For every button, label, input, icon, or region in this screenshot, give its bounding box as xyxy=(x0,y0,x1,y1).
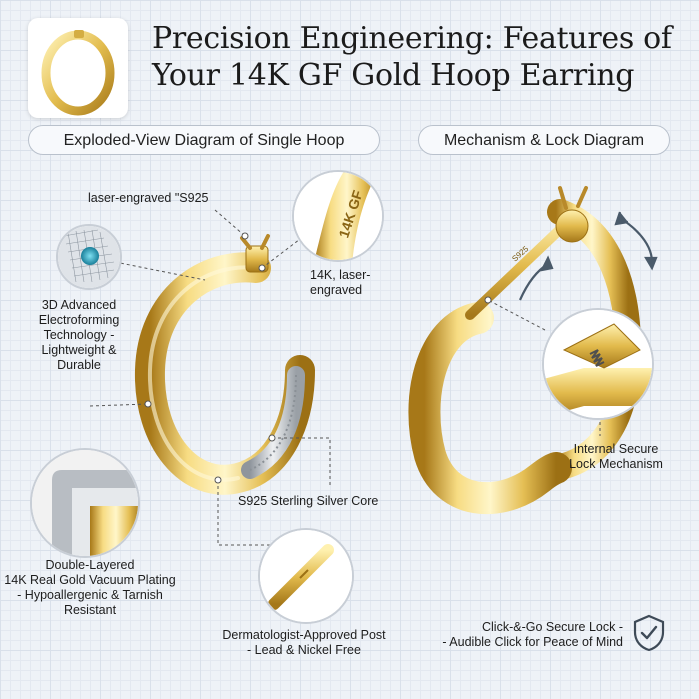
shield-check-icon xyxy=(633,614,665,652)
silver-core-label: S925 Sterling Silver Core xyxy=(238,494,379,508)
laser-s925-label: laser-engraved "S925 xyxy=(88,191,209,205)
leader-dots xyxy=(144,232,492,484)
leader-lines xyxy=(89,209,601,546)
click-lock-label: Click-&-Go Secure Lock - - Audible Click… xyxy=(442,620,623,649)
page-title: Precision Engineering: Features of Your … xyxy=(152,20,692,94)
exploded-hoop xyxy=(134,234,315,495)
curved-arrow-icon xyxy=(518,211,658,301)
electroforming-detail xyxy=(56,224,122,290)
plating-label: Double-Layered 14K Real Gold Vacuum Plat… xyxy=(4,558,176,617)
post-closeup xyxy=(258,528,354,624)
post-label: Dermatologist-Approved Post - Lead & Nic… xyxy=(222,628,386,657)
laser-14k-label: 14K, laser- engraved xyxy=(310,268,371,297)
lock-mechanism-detail xyxy=(542,308,654,420)
title-line-1: Precision Engineering: Features of xyxy=(152,21,672,56)
electroforming-label: 3D Advanced Electroforming Technology - … xyxy=(38,298,120,372)
exploded-view-section-title: Exploded-View Diagram of Single Hoop xyxy=(28,125,380,155)
title-line-2: Your 14K GF Gold Hoop Earring xyxy=(152,58,635,93)
product-thumbnail xyxy=(28,18,128,118)
hoop-thumbnail-image xyxy=(41,30,115,116)
lock-mechanism-label: Internal Secure Lock Mechanism xyxy=(569,442,663,471)
engraving-closeup: 14K GF xyxy=(292,170,384,262)
plating-layers-detail xyxy=(30,448,140,558)
mechanism-section-title: Mechanism & Lock Diagram xyxy=(418,125,670,155)
